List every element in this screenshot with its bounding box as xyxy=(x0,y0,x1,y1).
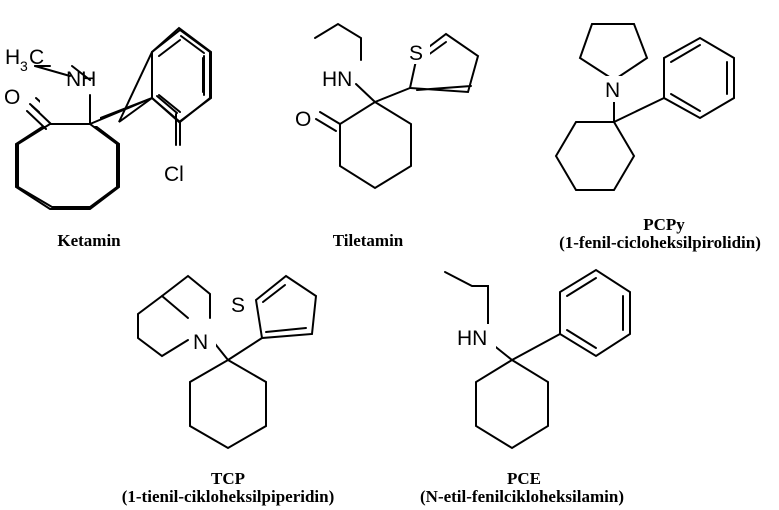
tiletamin-s-label: S xyxy=(409,42,423,65)
tcp-structure xyxy=(137,274,318,450)
tcp-caption: TCP xyxy=(211,469,245,488)
pcpy-phenyl-link xyxy=(613,97,665,123)
tcp-cyclohexyl-ring xyxy=(189,358,267,450)
pce-hn-label: HN xyxy=(457,327,487,350)
ketamin-c-label: C xyxy=(29,46,44,69)
pcpy-pyrrolidine-ring xyxy=(578,23,649,82)
tcp-piperidine-ring xyxy=(137,294,189,358)
ketamin-core-bonds xyxy=(17,65,153,208)
tcp-thiophene-ring xyxy=(254,274,318,340)
pcpy-phenyl-ring xyxy=(663,36,735,120)
tiletamin-o-label: O xyxy=(295,108,311,131)
tcp-piperidine-ring-top xyxy=(161,274,211,319)
pcpy-n-label: N xyxy=(605,79,620,102)
tiletamin-caption: Tiletamin xyxy=(333,231,404,250)
pce-phenyl-link xyxy=(511,333,561,361)
ketamin-nh-label: NH xyxy=(66,68,96,91)
ketamin-cyclohexanone-ring xyxy=(15,121,120,210)
pce-phenyl-ring xyxy=(559,268,631,358)
tiletamin-structure xyxy=(314,22,480,190)
tcp-n-label: N xyxy=(193,331,208,354)
ketamin-subscript-3: 3 xyxy=(20,58,28,74)
pcpy-cyclohexyl-ring xyxy=(554,121,636,191)
ketamin-cl-label: Cl xyxy=(164,163,184,186)
tiletamin-nh-bond xyxy=(355,83,376,103)
ketamin-h-label: H xyxy=(5,46,20,69)
pcpy-subcaption: (1-fenil-cicloheksilpirolidin) xyxy=(559,233,761,252)
tiletamin-thiophene-link xyxy=(374,87,411,103)
tiletamin-hn-label: HN xyxy=(322,68,352,91)
pcpy-structure xyxy=(554,23,735,191)
pce-structure xyxy=(444,268,631,450)
ketamin-phenyl xyxy=(151,28,211,146)
tiletamin-cyclohexanone-ring xyxy=(339,100,412,190)
tcp-thiophene-link xyxy=(227,337,263,361)
pce-subcaption: (N-etil-fenilcikloheksilamin) xyxy=(420,487,624,506)
pce-ethyl-chain xyxy=(444,271,489,325)
tcp-subcaption: (1-tienil-cikloheksilpiperidin) xyxy=(122,487,335,506)
tiletamin-ethyl-chain xyxy=(314,22,362,61)
tiletamin-carbonyl xyxy=(315,111,341,132)
pcpy-caption: PCPy xyxy=(643,215,685,234)
ketamin-caption: Ketamin xyxy=(57,231,121,250)
ketamin-o-label: O xyxy=(4,86,20,109)
pce-caption: PCE xyxy=(507,469,541,488)
ketamin-phenyl-double-bonds xyxy=(156,35,205,114)
tcp-s-label: S xyxy=(231,294,245,317)
pce-cyclohexyl-ring xyxy=(475,358,549,450)
